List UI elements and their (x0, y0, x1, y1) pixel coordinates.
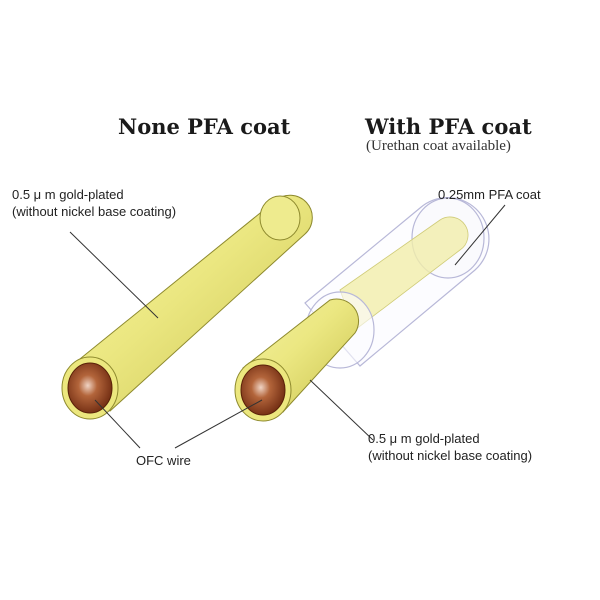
leader-right-wire (174, 399, 263, 449)
right-title: With PFA coat (365, 114, 532, 139)
leader-right-coat (454, 204, 506, 266)
leader-lines (69, 204, 506, 449)
left-cable-far-end (259, 195, 301, 241)
leader-left-wire (94, 399, 141, 449)
leader-right-plating (309, 379, 374, 441)
left-cable-copper-core (67, 362, 113, 414)
right-plating-label-line1: 0.5 μ m gold-plated (368, 431, 480, 446)
left-cable (61, 194, 313, 420)
left-title: None PFA coat (118, 114, 291, 139)
right-plating-label-line2: (without nickel base coating) (368, 448, 533, 463)
right-plating-label: 0.5 μ m gold-plated (without nickel base… (368, 430, 532, 464)
left-plating-label-line1: 0.5 μ m gold-plated (12, 187, 124, 202)
wire-label: OFC wire (136, 453, 191, 468)
right-cable-inner-gold (339, 216, 469, 331)
left-plating-label: 0.5 μ m gold-plated (without nickel base… (12, 186, 176, 220)
left-plating-label-line2: (without nickel base coating) (12, 204, 177, 219)
right-subtitle: (Urethan coat available) (366, 138, 511, 154)
leader-left-plating (69, 231, 159, 319)
right-cable (234, 196, 490, 422)
right-coat-label: 0.25mm PFA coat (438, 187, 541, 202)
right-cable-copper-core (240, 364, 286, 416)
